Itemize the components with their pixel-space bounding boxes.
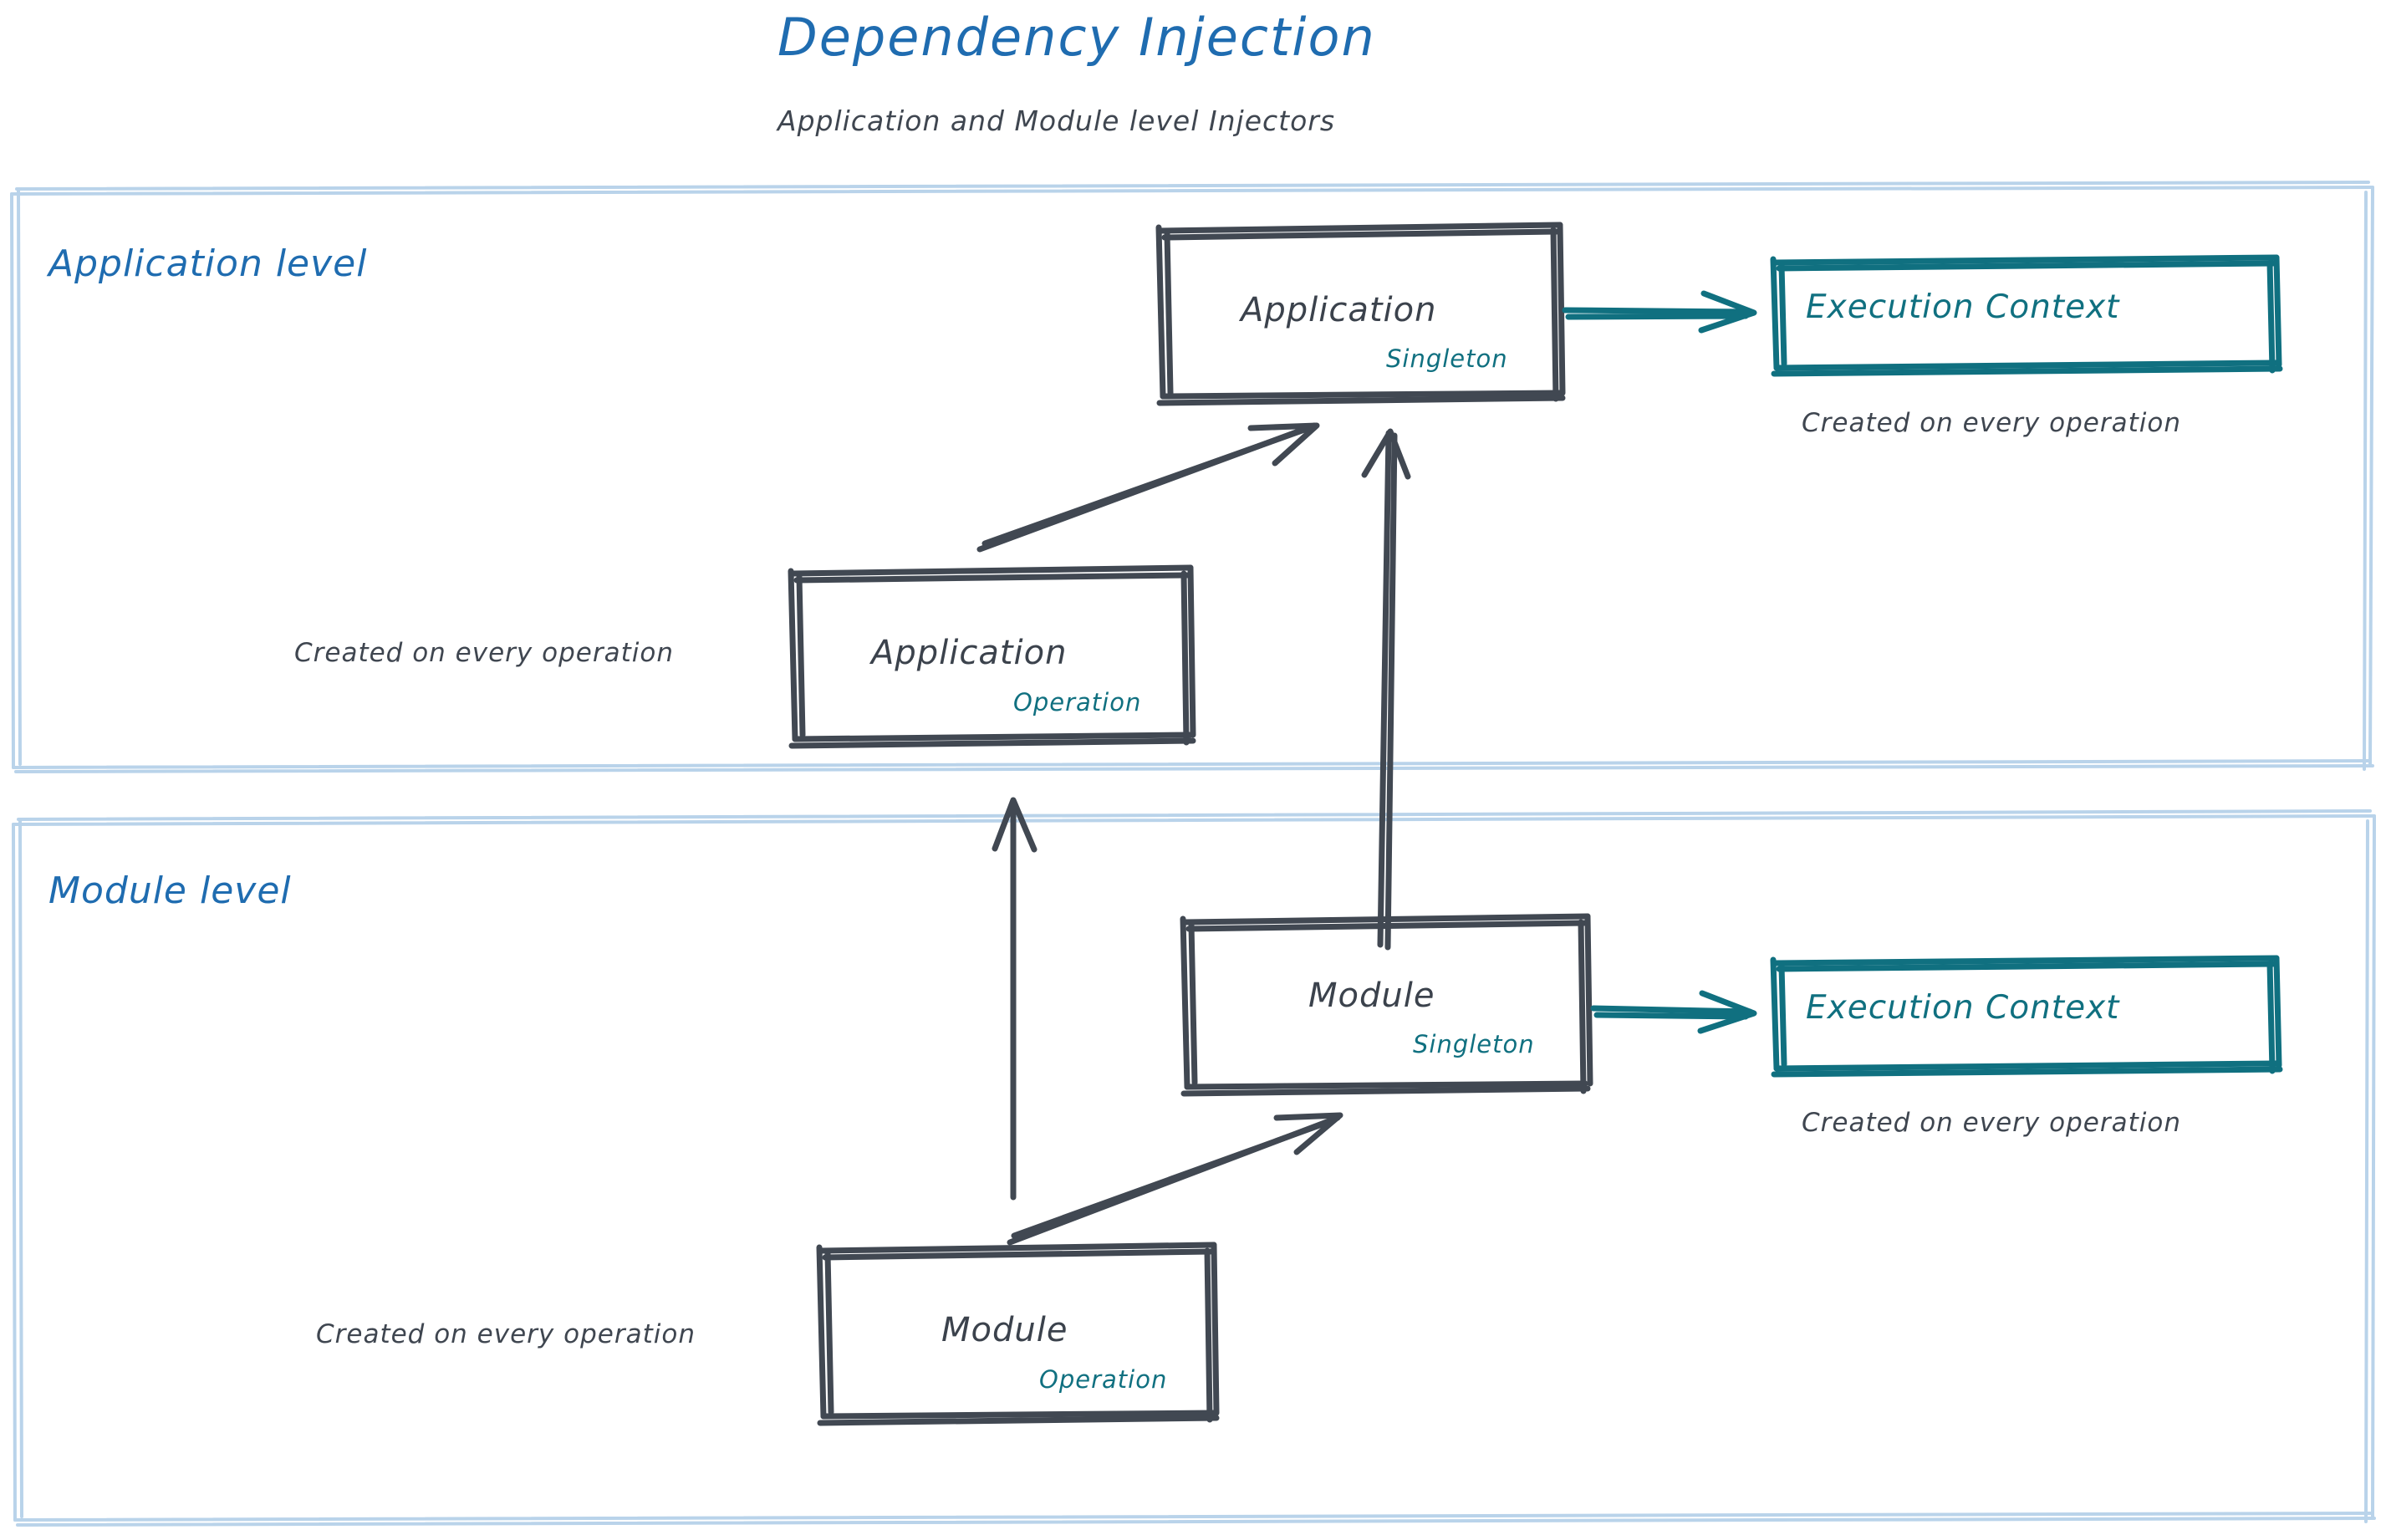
page-title: Dependency Injection [777,7,1376,68]
node-exec-context-application-title: Execution Context [1806,288,2120,326]
node-module-operation-scope: Operation [1039,1365,1168,1394]
arrow-module-singleton-to-exec-context [1590,990,1757,1034]
node-exec-context-module-title: Execution Context [1806,989,2120,1027]
node-exec-context-module-border [1770,955,2283,1078]
node-application-singleton-scope: Singleton [1386,344,1508,373]
node-exec-context-application-border [1770,254,2283,377]
note-module-operation: Created on every operation [316,1319,696,1349]
arrow-module-operation-to-application-level [992,797,1038,1201]
node-application-operation-title: Application [871,634,1068,672]
zone-label-application-level: Application level [48,242,368,285]
arrow-app-singleton-to-exec-context [1562,290,1757,334]
arrow-module-operation-to-module-singleton [1007,1112,1343,1246]
zone-module-level-border [12,809,2376,1527]
note-exec-context-application: Created on every operation [1802,408,2181,438]
node-application-operation-scope: Operation [1013,688,1142,716]
node-application-singleton-title: Application [1241,291,1437,329]
zone-application-level-border [10,181,2374,773]
node-module-operation-border [816,1242,1220,1426]
node-module-singleton-title: Module [1308,977,1435,1015]
node-application-singleton-border [1155,222,1566,406]
note-application-operation: Created on every operation [294,638,674,668]
node-module-singleton-scope: Singleton [1413,1030,1535,1058]
node-module-singleton-border [1180,913,1593,1097]
node-module-operation-title: Module [941,1311,1068,1349]
arrow-module-singleton-to-app-singleton [1361,428,1411,951]
note-exec-context-module: Created on every operation [1802,1108,2181,1138]
arrow-app-operation-to-app-singleton [976,422,1320,553]
page-subtitle: Application and Module level Injectors [777,105,1336,137]
node-application-operation-border [788,564,1196,749]
zone-label-module-level: Module level [48,869,292,912]
